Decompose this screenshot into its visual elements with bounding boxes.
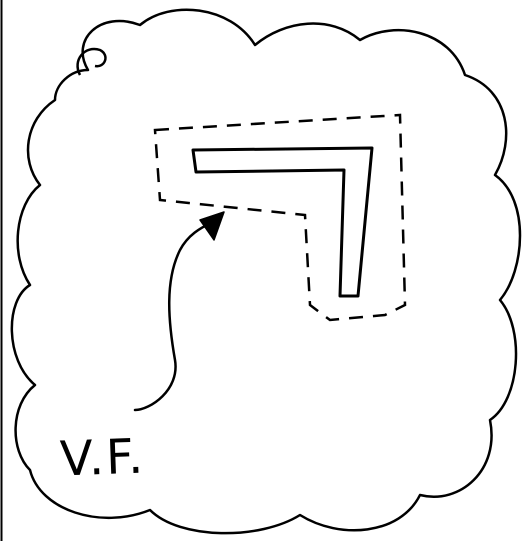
vf-label: V.F. bbox=[59, 429, 146, 488]
arrowhead-icon bbox=[200, 212, 224, 240]
dashed-outline bbox=[155, 115, 405, 320]
pointer-arrow-line bbox=[135, 222, 213, 410]
